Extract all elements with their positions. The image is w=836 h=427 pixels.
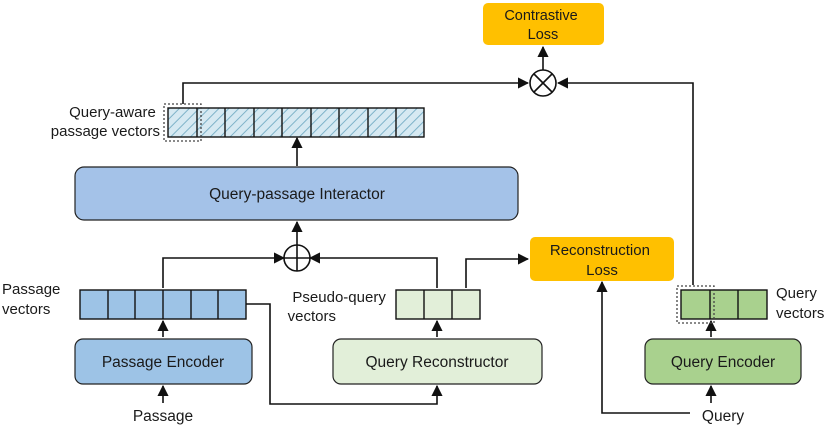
query-vector-highlight [676,285,715,324]
query-reconstructor-box [332,338,543,385]
arrow-query-to-op [556,77,694,285]
arrow-passage-to-plus [162,252,286,288]
multiply-operator-icon [529,69,557,97]
arrow-pseudo-to-plus [308,252,438,288]
query-vectors-label: Query vectors [776,285,824,322]
query-reconstructor-label: Query Reconstructor [366,354,509,371]
query-encoder-box [644,338,802,385]
passage-input-label: Passage [133,408,193,425]
arrow-pseudo-to-recon-loss [465,253,530,288]
passage-vectors [79,289,247,320]
arrow-queryaware-to-op [182,77,530,104]
query-vectors [676,285,768,324]
arrow-passage-to-reconstructor [246,303,443,405]
plus-operator-icon [283,244,311,272]
contrastive-loss-label: Contrastive Loss [504,8,581,43]
reconstruction-loss-label: Reconstruction Loss [550,242,654,279]
query-aware-highlight [163,103,202,142]
pseudo-query-vectors [395,289,481,320]
connectors [157,45,717,414]
reconstruction-loss-box [530,237,674,281]
pseudo-query-vectors-label: Pseudo-query vectors [288,289,390,325]
query-aware-passage-vectors [163,103,425,142]
passage-encoder-label: Passage Encoder [102,354,224,371]
query-passage-interactor-label: Query-passage Interactor [209,186,385,203]
query-input-label: Query [702,408,744,425]
passage-vectors-label: Passage vectors [2,281,65,318]
arrow-query-to-recon-loss [596,280,690,414]
contrastive-loss-box [483,3,604,45]
query-encoder-label: Query Encoder [671,354,775,371]
query-aware-label: Query-aware passage vectors [51,104,160,140]
passage-encoder-box [74,338,253,385]
query-passage-interactor-box [74,166,519,221]
